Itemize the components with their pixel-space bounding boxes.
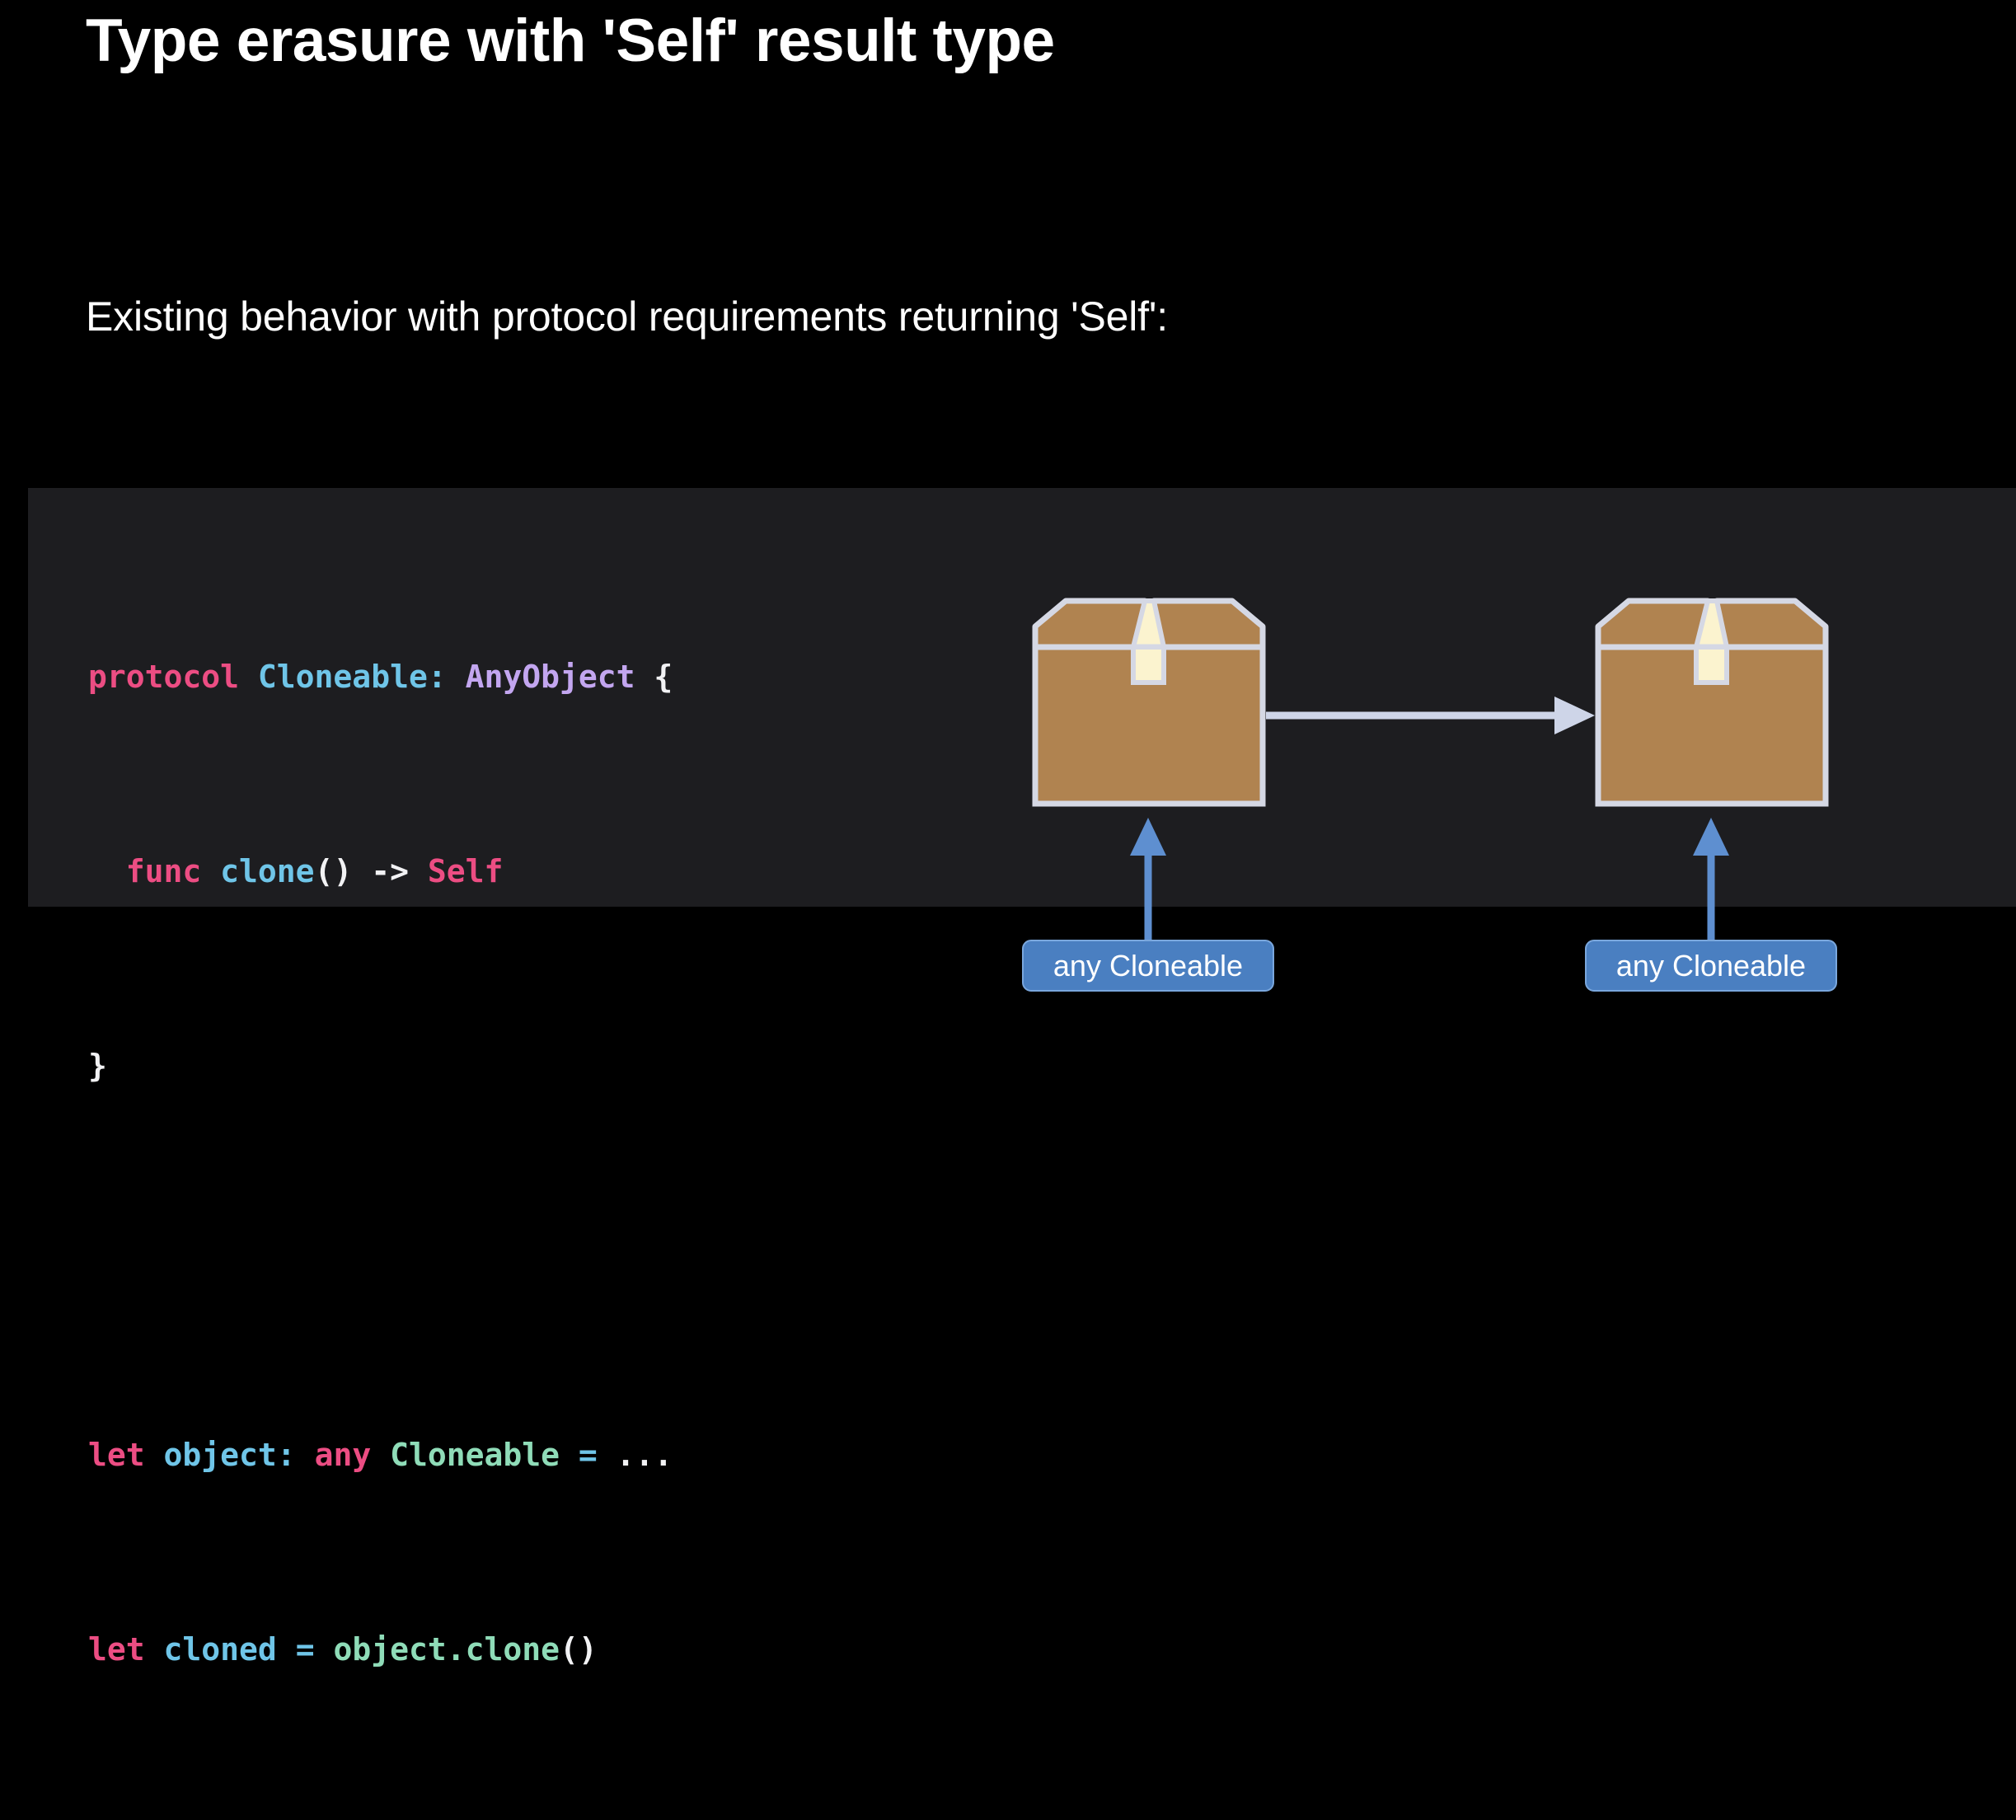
method-name-clone: clone (220, 853, 315, 889)
call-clone: clone (465, 1631, 560, 1668)
keyword-self: Self (427, 853, 504, 889)
keyword-func: func (125, 853, 202, 889)
code-line-6: let cloned = object.clone() (88, 1625, 673, 1674)
keyword-let: let (88, 1437, 145, 1473)
type-cloneable-decl: Cloneable (257, 659, 428, 695)
parens: () (560, 1631, 598, 1668)
callout-badge-any-cloneable-right: any Cloneable (1585, 940, 1837, 992)
indent (88, 853, 126, 889)
slide-subtitle: Existing behavior with protocol requirem… (86, 293, 1168, 340)
page-title: Type erasure with 'Self' result type (86, 7, 1055, 74)
protocol-anyobject: AnyObject (465, 659, 635, 695)
code-line-4-blank (88, 1236, 673, 1285)
open-brace: { (635, 659, 673, 695)
var-name-object: object (163, 1437, 277, 1473)
keyword-let: let (88, 1631, 145, 1668)
assign-operator: = (276, 1631, 334, 1668)
code-listing: protocol Cloneable: AnyObject { func clo… (88, 507, 673, 1820)
member-dot: . (446, 1631, 466, 1668)
receiver-object: object (333, 1631, 447, 1668)
var-name-cloned: cloned (163, 1631, 277, 1668)
close-brace: } (88, 1048, 107, 1084)
keyword-protocol: protocol (88, 659, 240, 695)
callout-badge-any-cloneable-left: any Cloneable (1022, 940, 1274, 992)
colon-punct: : (276, 1437, 315, 1473)
assign-operator: = (560, 1437, 617, 1473)
space (239, 659, 258, 695)
return-arrow: -> (371, 853, 428, 889)
code-panel: protocol Cloneable: AnyObject { func clo… (28, 488, 2016, 1668)
ellipsis: ... (616, 1437, 673, 1473)
space (371, 1437, 390, 1473)
code-line-5: let object: any Cloneable = ... (88, 1431, 673, 1480)
space (201, 853, 220, 889)
existential-type-cloneable: Cloneable (390, 1437, 560, 1473)
colon-punct: : (427, 659, 466, 695)
code-line-1: protocol Cloneable: AnyObject { (88, 653, 673, 701)
code-line-2: func clone() -> Self (88, 847, 673, 896)
space (145, 1437, 164, 1473)
code-line-3: } (88, 1042, 673, 1091)
keyword-any: any (314, 1437, 372, 1473)
parens: () (314, 853, 372, 889)
space (145, 1631, 164, 1668)
